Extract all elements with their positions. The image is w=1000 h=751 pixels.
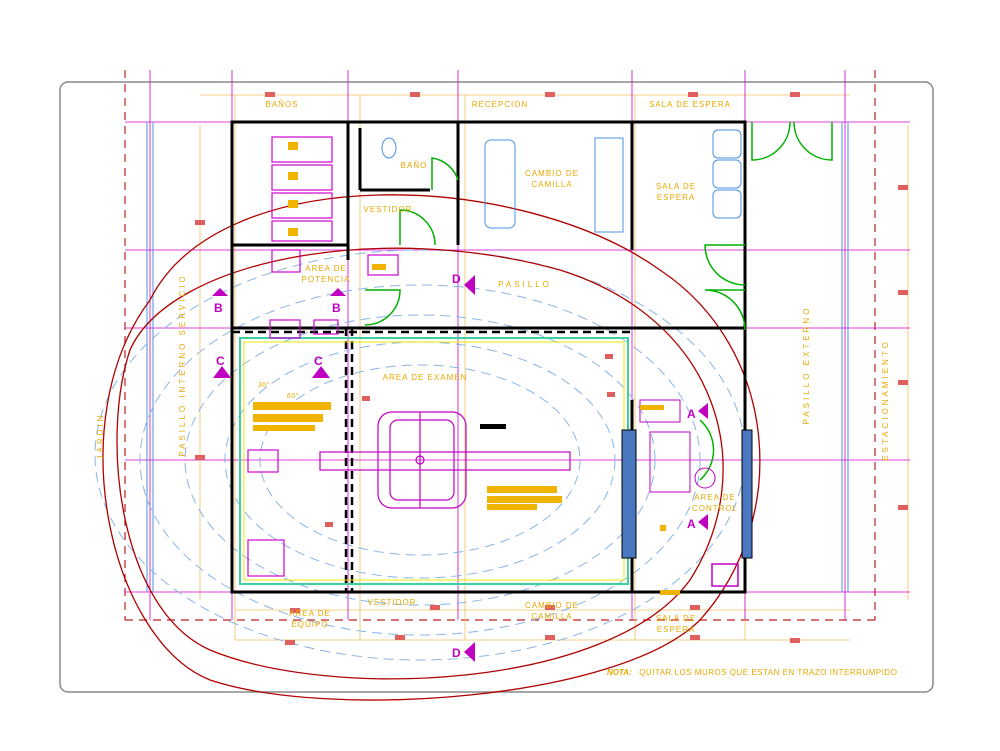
control-shield [621, 399, 753, 587]
glazing-lines [146, 122, 849, 592]
note-label: NOTA: [607, 668, 632, 677]
label-recepcion: RECEPCION [472, 100, 529, 109]
label-sala-espera-1: SALA DE [656, 182, 696, 191]
section-mark-a-top: A [687, 407, 696, 421]
label-sala-espera-top: SALA DE ESPERA [649, 100, 731, 109]
section-markers [212, 275, 708, 662]
angle-label-2: 60° [287, 392, 299, 400]
section-mark-d-bottom: D [452, 646, 461, 660]
label-cambio-camilla-2: CAMILLA [531, 180, 572, 189]
note: NOTA: QUITAR LOS MUROS QUE ESTAN EN TRAZ… [607, 662, 897, 679]
label-area-examen: AREA DE EXAMEN [383, 373, 468, 382]
restroom-fixtures [381, 129, 742, 233]
dimension-tags [195, 92, 908, 645]
label-pasillo-interno: PASILLO INTERNO SERVICIO [178, 273, 187, 456]
label-pasillo: PASILLO [498, 280, 552, 289]
magnetic-field-outline [102, 194, 761, 701]
property-lines [124, 70, 876, 621]
section-mark-b-left: B [214, 301, 223, 315]
equipment-cabinets [247, 136, 399, 577]
label-banos: BAÑOS [265, 100, 298, 109]
section-mark-b-right: B [332, 301, 341, 315]
section-mark-a-bottom: A [687, 517, 696, 531]
annotation-blocks [253, 142, 680, 595]
label-cambio-camilla-1: CAMBIO DE [525, 169, 579, 178]
angle-label-1: 30° [258, 381, 270, 389]
label-area-equipo-1: AREA DE [289, 609, 331, 618]
dashed-walls [232, 180, 632, 592]
label-sala-espera-2: ESPERA [657, 193, 695, 202]
label-sala-bottom-1: SALA DE [656, 614, 696, 623]
label-bano: BAÑO [401, 161, 428, 170]
section-mark-d-top: D [452, 272, 461, 286]
label-pasillo-externo: PASILLO EXTERNO [802, 306, 811, 425]
section-mark-c-right: C [314, 354, 323, 368]
mri-scanner [319, 411, 571, 509]
label-vestidor-bottom: VESTIDOR [368, 598, 417, 607]
label-area-equipo-2: EQUIPO [291, 620, 328, 629]
label-area-control-2: CONTROL [692, 504, 738, 513]
grid-axes [125, 70, 910, 620]
label-jardin: JARDIN [96, 413, 105, 460]
door-swings [364, 121, 833, 481]
label-vestidor-top: VESTIDOR [364, 205, 413, 214]
label-area-potencia-2: POTENCIA [302, 275, 351, 284]
label-cambio-bottom-1: CAMBIO DE [525, 601, 579, 610]
label-area-control-1: AREA DE [694, 493, 736, 502]
label-cambio-bottom-2: CAMILLA [531, 612, 572, 621]
label-sala-bottom-2: ESPERA [657, 625, 695, 634]
note-text: QUITAR LOS MUROS QUE ESTAN EN TRAZO INTE… [639, 668, 897, 677]
section-mark-c-left: C [216, 354, 225, 368]
label-estacionamiento: ESTACIONAMIENTO [881, 339, 890, 461]
scanner-label-block [480, 424, 506, 429]
label-area-potencia-1: AREA DE [305, 264, 347, 273]
